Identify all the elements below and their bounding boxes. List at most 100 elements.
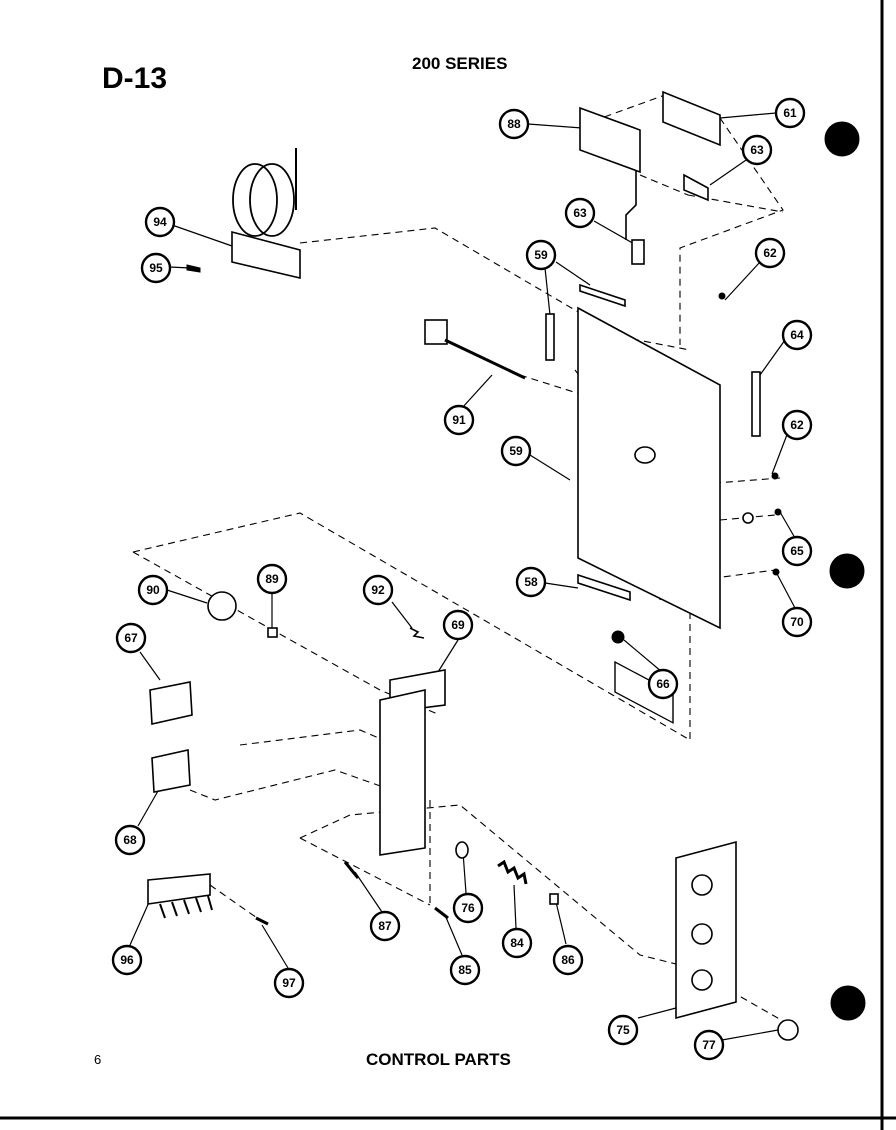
part-bracket-69 (379, 689, 426, 856)
leader-62a (724, 261, 761, 301)
part-rod-91 (444, 338, 526, 380)
leader-59b (529, 454, 571, 481)
svg-text:97: 97 (282, 976, 296, 990)
svg-text:63: 63 (750, 143, 764, 157)
svg-text:96: 96 (120, 953, 134, 967)
dash-knob-shaft (299, 804, 701, 971)
svg-text:66: 66 (656, 677, 670, 691)
dash-switch-68 (189, 769, 421, 801)
svg-text:63: 63 (573, 206, 587, 220)
part-washer (742, 512, 754, 524)
callout-66: 66 (647, 668, 679, 700)
callout-70: 70 (781, 606, 813, 638)
svg-text:89: 89 (265, 572, 279, 586)
diagram-caption: CONTROL PARTS (366, 1050, 511, 1069)
binder-hole-top (824, 121, 860, 157)
part-cover-88 (579, 106, 641, 174)
svg-text:95: 95 (149, 261, 163, 275)
dash-relay-67 (239, 729, 396, 746)
callout-62-upper: 62 (754, 237, 786, 269)
leader-59a (544, 267, 551, 316)
leader-58 (544, 582, 579, 589)
leader-96 (129, 899, 151, 946)
series-title: 200 SERIES (412, 54, 508, 73)
part-spring-84 (497, 859, 528, 885)
leader-92 (391, 601, 413, 629)
parts (147, 90, 799, 1041)
leader-67 (139, 651, 161, 681)
part-rod-block-91 (424, 319, 448, 345)
leader-63a (709, 157, 750, 186)
callout-63-upper: 63 (741, 134, 773, 166)
part-pin-86 (549, 893, 559, 905)
leader-85 (444, 914, 463, 956)
callout-63-lower: 63 (564, 197, 596, 229)
leader-84 (513, 884, 517, 929)
callout-69: 69 (442, 609, 474, 641)
part-relay-67 (149, 681, 193, 725)
callout-90: 90 (137, 574, 169, 606)
callout-65: 65 (781, 535, 813, 567)
dash-rear-plane (132, 512, 691, 741)
part-bracket-63b (631, 239, 645, 265)
callout-59-upper: 59 (525, 239, 557, 271)
part-screw-70 (772, 568, 780, 576)
binder-hole-middle (829, 553, 865, 589)
svg-text:58: 58 (524, 575, 538, 589)
dash-bracket-63 (639, 174, 784, 213)
binder-holes (824, 121, 866, 1021)
leader-61 (719, 112, 777, 119)
dash-strip-96 (209, 884, 261, 921)
callout-58: 58 (515, 566, 547, 598)
leader-66 (623, 639, 663, 673)
svg-text:76: 76 (461, 901, 475, 915)
svg-text:69: 69 (451, 618, 465, 632)
callout-61: 61 (774, 97, 806, 129)
part-screw-65 (774, 508, 782, 516)
part-screw-87 (343, 861, 360, 879)
svg-text:67: 67 (124, 631, 138, 645)
leader-90 (166, 589, 208, 604)
callout-64: 64 (781, 319, 813, 351)
svg-text:68: 68 (123, 833, 137, 847)
part-screw-62b (771, 472, 779, 480)
leader-lines (129, 112, 796, 1041)
part-strip-59v (545, 313, 555, 361)
part-wire-88 (625, 170, 637, 240)
leader-87 (354, 871, 383, 913)
callout-95: 95 (140, 252, 172, 284)
part-screw-95 (186, 264, 201, 273)
svg-text:91: 91 (452, 413, 466, 427)
part-panel-hole-1 (691, 874, 713, 896)
callout-88-top: 88 (498, 108, 530, 140)
part-nut-66 (611, 630, 625, 644)
callout-96: 96 (111, 944, 143, 976)
part-strip-59a (579, 283, 626, 308)
leader-65 (779, 511, 796, 539)
part-bracket-63a (683, 173, 709, 202)
part-spring-92 (409, 627, 425, 639)
leader-64 (759, 339, 786, 376)
part-front-panel-75 (675, 840, 737, 1020)
svg-text:86: 86 (561, 953, 575, 967)
svg-text:90: 90 (146, 583, 160, 597)
leader-97 (261, 924, 289, 969)
part-thermostat-coil-b (249, 163, 295, 237)
callout-59-lower: 59 (500, 435, 532, 467)
svg-text:94: 94 (153, 215, 167, 229)
part-panel-hole-3 (691, 969, 713, 991)
callout-77: 77 (693, 1029, 725, 1061)
leader-88 (527, 123, 583, 129)
part-knob-90 (207, 591, 237, 621)
page-number: 6 (94, 1052, 102, 1067)
svg-text:87: 87 (378, 919, 392, 933)
svg-text:62: 62 (790, 418, 804, 432)
part-terminal-pins (159, 895, 213, 919)
part-screw-85 (434, 906, 449, 920)
svg-text:70: 70 (790, 615, 804, 629)
part-panel-59 (577, 306, 721, 630)
callout-75: 75 (607, 1014, 639, 1046)
part-terminal-strip-96 (147, 873, 211, 905)
